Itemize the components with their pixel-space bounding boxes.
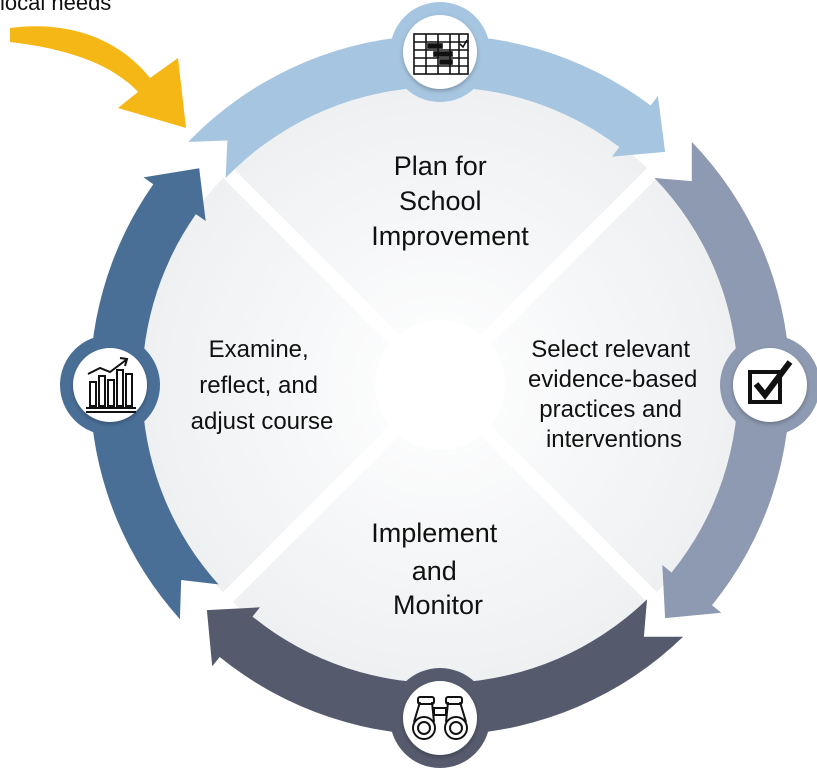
gantt-chart-icon [413,33,469,75]
left-badge [60,335,160,435]
plan-label: Plan for School Improvement [371,151,529,251]
bottom-badge [390,668,490,768]
arc-left [89,168,219,620]
center-hub [375,320,505,450]
implement-label: Implement and Monitor [371,518,505,620]
binoculars-icon [412,696,468,740]
arc-bottom [206,599,684,736]
select-label: Select relevant evidence-based practices… [528,336,704,453]
checkbox-icon [748,360,793,404]
bar-chart-icon [86,357,136,413]
arc-right [654,141,791,619]
arc-top [188,35,666,179]
top-badge [390,2,490,102]
examine-label: Examine, reflect, and adjust course [191,336,334,435]
highlight-arrow [10,26,186,128]
corner-label: local needs [0,0,112,15]
right-badge [720,335,817,435]
